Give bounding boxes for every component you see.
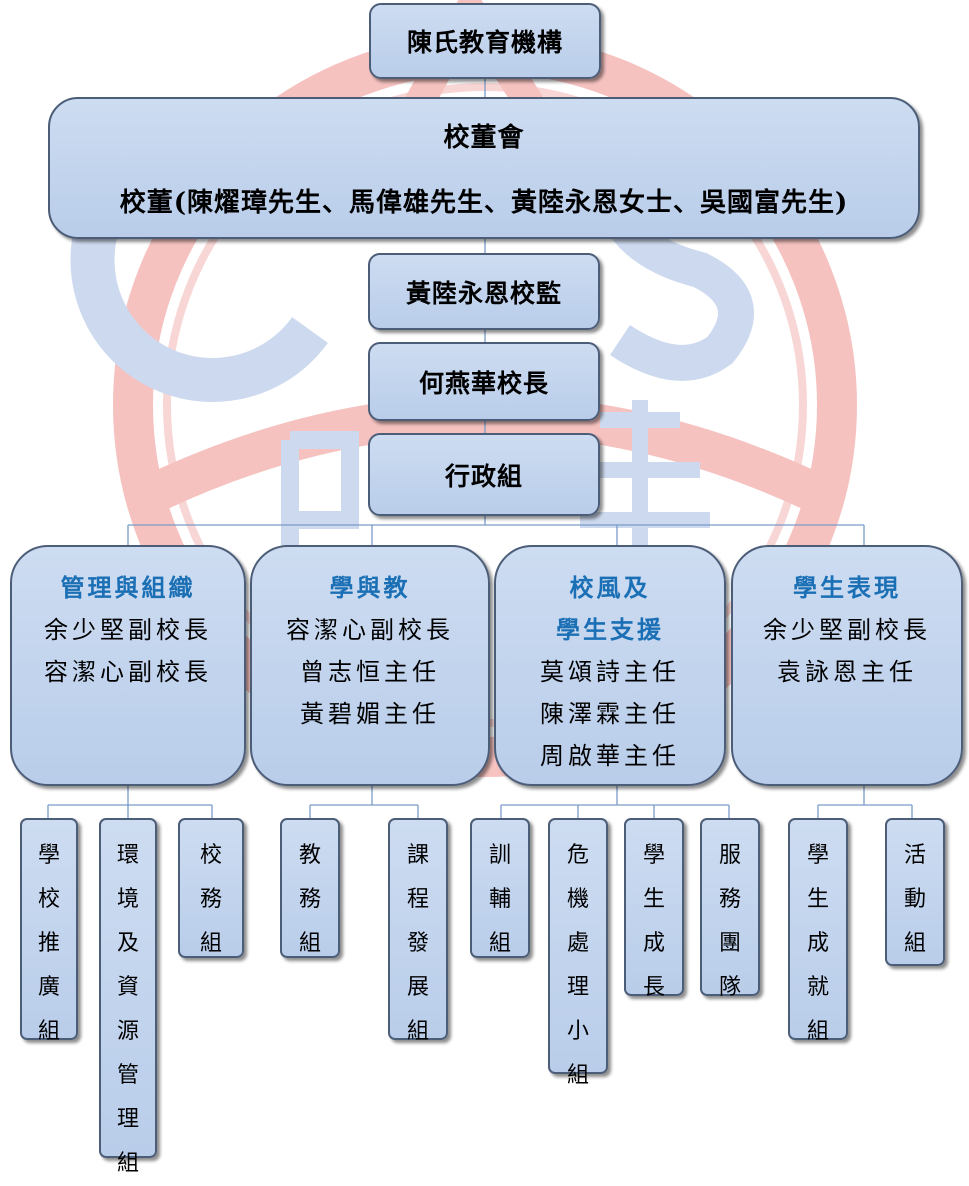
dept-name: 學生表現 (793, 573, 901, 602)
unit-char: 發 (406, 931, 429, 956)
unit-student-growth: 學生成長 (624, 818, 684, 1000)
board-title: 校董會 (443, 123, 525, 153)
unit-char: 隊 (718, 975, 741, 1000)
principal-node: 何燕華校長 (368, 342, 600, 421)
unit-char: 組 (37, 1019, 60, 1044)
unit-char: 機 (566, 887, 589, 912)
admin-node: 行政組 (368, 433, 600, 516)
unit-char: 展 (406, 975, 429, 1000)
unit-student-achievement: 學生成就組 (788, 818, 848, 1044)
unit-char: 學 (37, 843, 60, 868)
dept-name: 校風及 學生支援 (556, 573, 664, 644)
dept-staff: 容潔心副校長 曾志恒主任 黃碧媚主任 (286, 616, 454, 728)
dept-name: 學與教 (329, 573, 411, 602)
unit-char: 服 (718, 843, 741, 868)
unit-char: 環 (116, 843, 139, 868)
unit-char: 活 (903, 843, 926, 868)
unit-char: 務 (199, 887, 222, 912)
dept-name: 管理與組織 (60, 573, 196, 602)
unit-char: 就 (806, 975, 829, 1000)
unit-char: 組 (298, 931, 321, 956)
unit-char: 成 (642, 931, 665, 956)
unit-char: 務 (298, 887, 321, 912)
unit-guidance-discipline: 訓輔組 (470, 818, 530, 958)
unit-char: 管 (116, 1063, 139, 1088)
unit-char: 程 (406, 887, 429, 912)
unit-char: 校 (199, 843, 222, 868)
unit-char: 校 (37, 887, 60, 912)
dept-staff: 余少堅副校長 袁詠恩主任 (763, 616, 931, 686)
unit-char: 理 (116, 1107, 139, 1132)
unit-char: 輔 (488, 887, 511, 912)
unit-crisis-management: 危機處理小組 (548, 818, 608, 1088)
unit-char: 訓 (488, 843, 511, 868)
unit-char: 課 (406, 843, 429, 868)
unit-char: 動 (903, 887, 926, 912)
unit-char: 組 (199, 931, 222, 956)
unit-char: 學 (806, 843, 829, 868)
dept-student-performance: 學生表現 余少堅副校長 袁詠恩主任 (731, 545, 963, 786)
unit-char: 小 (566, 1019, 589, 1044)
unit-char: 組 (566, 1063, 589, 1088)
supervisor-node: 黃陸永恩校監 (368, 253, 600, 330)
unit-academic-affairs: 教務組 (280, 818, 340, 958)
board-node: 校董會 校董(陳燿璋先生、馬偉雄先生、黃陸永恩女士、吳國富先生) (48, 97, 920, 239)
dept-staff: 莫頌詩主任 陳澤霖主任 周啟華主任 (540, 658, 680, 770)
board-members: 校董(陳燿璋先生、馬偉雄先生、黃陸永恩女士、吳國富先生) (119, 188, 849, 218)
unit-activities: 活動組 (885, 818, 945, 966)
unit-char: 務 (718, 887, 741, 912)
org-top-node: 陳氏教育機構 (369, 3, 601, 79)
unit-char: 組 (903, 931, 926, 956)
unit-char: 成 (806, 931, 829, 956)
unit-char: 源 (116, 1019, 139, 1044)
dept-learning-teaching: 學與教 容潔心副校長 曾志恒主任 黃碧媚主任 (250, 545, 490, 786)
unit-char: 團 (718, 931, 741, 956)
unit-char: 境 (116, 887, 139, 912)
unit-char: 推 (37, 931, 60, 956)
unit-char: 學 (642, 843, 665, 868)
unit-char: 教 (298, 843, 321, 868)
dept-student-support: 校風及 學生支援 莫頌詩主任 陳澤霖主任 周啟華主任 (494, 545, 726, 786)
unit-char: 資 (116, 975, 139, 1000)
unit-curriculum-development: 課程發展組 (388, 818, 448, 1044)
dept-management: 管理與組織 余少堅副校長 容潔心副校長 (10, 545, 246, 786)
unit-school-promotion: 學校推廣組 (20, 818, 78, 1044)
unit-char: 危 (566, 843, 589, 868)
unit-char: 處 (566, 931, 589, 956)
unit-char: 及 (116, 931, 139, 956)
unit-char: 長 (642, 975, 665, 1000)
unit-char: 廣 (37, 975, 60, 1000)
unit-char: 生 (642, 887, 665, 912)
unit-char: 組 (488, 931, 511, 956)
unit-char: 組 (116, 1151, 139, 1176)
unit-char: 理 (566, 975, 589, 1000)
unit-environment-resources: 環境及資源管理組 (99, 818, 157, 1176)
unit-school-affairs: 校務組 (178, 818, 244, 958)
unit-char: 生 (806, 887, 829, 912)
unit-char: 組 (406, 1019, 429, 1044)
dept-staff: 余少堅副校長 容潔心副校長 (44, 616, 212, 686)
unit-char: 組 (806, 1019, 829, 1044)
unit-service-team: 服務團隊 (700, 818, 760, 1000)
